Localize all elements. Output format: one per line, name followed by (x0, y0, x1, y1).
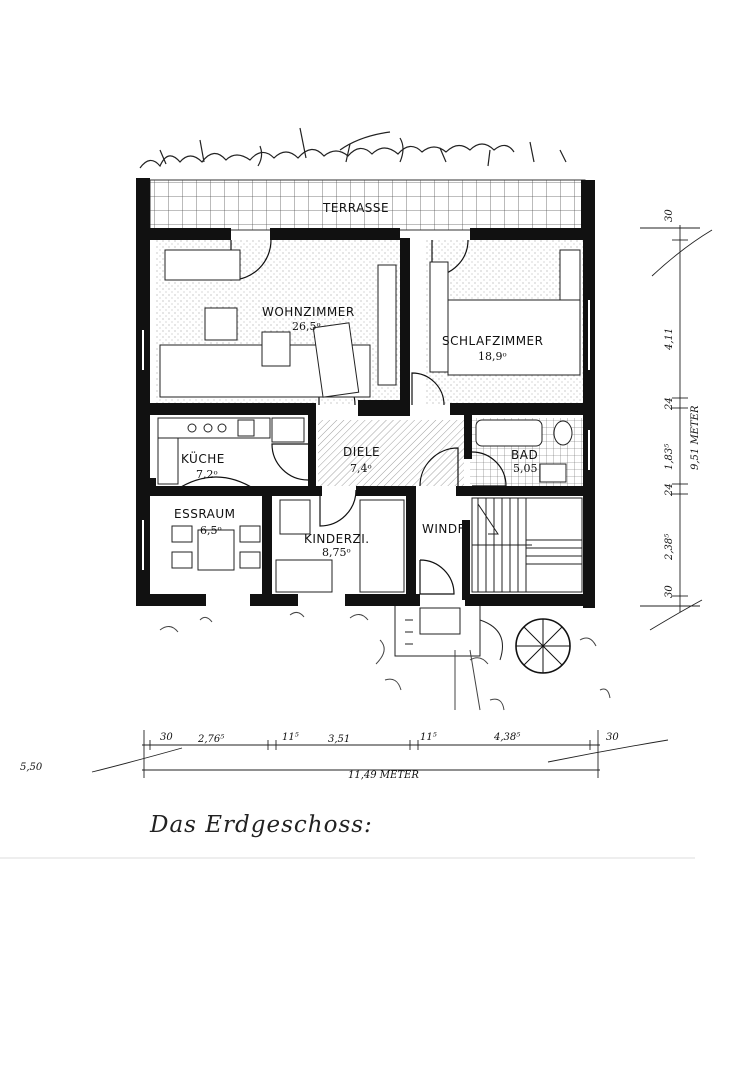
area-kueche: 7,2ᵒ (196, 468, 218, 481)
dim-total-depth: 9,51 METER (690, 405, 701, 470)
dim-total-width: 11,49 METER (348, 770, 419, 781)
area-bad: 5,05 (513, 462, 538, 475)
label-diele: DIELE (343, 445, 380, 459)
garden-bottom (159, 611, 611, 711)
dim-v-2: 24 (664, 397, 675, 411)
area-wohnzimmer: 26,5ᵒ (292, 320, 321, 333)
windows (142, 300, 590, 601)
entrance-steps (394, 606, 503, 661)
staircase (471, 497, 583, 593)
dim-v-3: 1,83⁵ (664, 444, 675, 470)
furniture (157, 249, 581, 593)
area-schlafzimmer: 18,9ᵒ (478, 350, 507, 363)
dim-v-1: 4,11 (664, 328, 675, 351)
dim-h-2: 11⁵ (282, 732, 299, 743)
area-essraum: 6,5ᵒ (200, 524, 222, 537)
dim-h-1: 2,76⁵ (197, 734, 224, 745)
label-bad: BAD (511, 448, 538, 462)
dim-v-0: 30 (664, 209, 675, 222)
label-kinderzimmer: KINDERZI. (304, 532, 370, 546)
dim-h-6: 30 (606, 732, 619, 743)
dimension-lines (91, 225, 713, 778)
dim-v-4: 24 (664, 483, 675, 497)
area-diele: 7,4ᵒ (350, 462, 372, 475)
area-kinderzimmer: 8,75ᵒ (322, 546, 351, 559)
dim-v-5: 2,38⁵ (664, 534, 675, 561)
label-kueche: KÜCHE (181, 450, 225, 466)
label-schlafzimmer: SCHLAFZIMMER (442, 334, 543, 348)
label-windf: WINDF. (422, 522, 467, 536)
label-wohnzimmer: WOHNZIMMER (262, 305, 355, 319)
outer-walls (136, 178, 595, 608)
label-essraum: ESSRAUM (174, 507, 236, 521)
inner-walls (136, 238, 595, 600)
label-terrasse: TERRASSE (322, 201, 389, 215)
dim-left-note: 5,50 (20, 762, 43, 773)
dim-h-5: 4,38⁵ (493, 732, 520, 743)
dim-h-3: 3,51 (328, 734, 350, 745)
terrasse-paving (149, 179, 586, 231)
dim-h-0: 30 (160, 732, 173, 743)
dim-h-4: 11⁵ (420, 732, 437, 743)
plan-caption: Das Erdgeschoss: (150, 812, 373, 838)
dim-v-6: 30 (664, 585, 675, 598)
garden-hedge (139, 127, 567, 169)
